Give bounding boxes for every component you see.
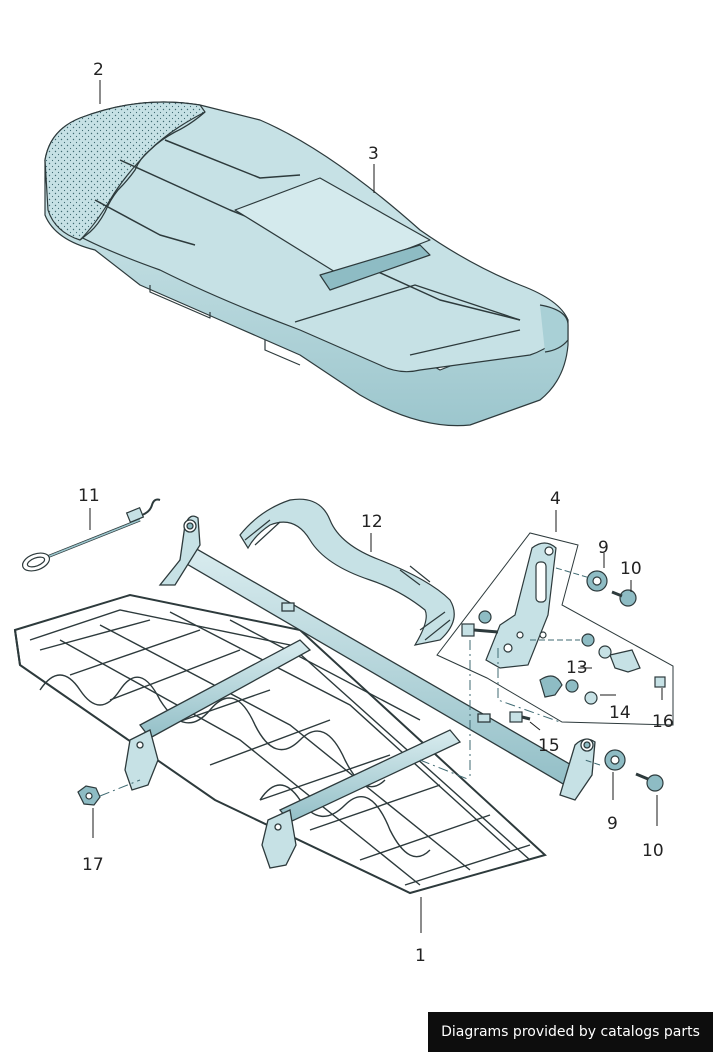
callout-10-top: 10	[620, 559, 642, 579]
callout-15: 15	[538, 736, 560, 756]
leader-lines	[89, 80, 663, 933]
credit-text: Diagrams provided by catalogs parts	[441, 1024, 700, 1040]
tie-down-cable	[21, 498, 161, 572]
credit-banner: Diagrams provided by catalogs parts	[428, 1012, 713, 1052]
seat-cushion	[44, 101, 569, 427]
callout-17: 17	[82, 855, 104, 875]
callout-2: 2	[93, 60, 104, 80]
callout-4: 4	[550, 489, 561, 509]
callout-14: 14	[609, 703, 631, 723]
washer-bolt-top	[586, 570, 637, 607]
callout-9-top: 9	[598, 538, 609, 558]
callout-13: 13	[566, 658, 588, 678]
seat-frame	[13, 593, 547, 895]
retaining-strap	[239, 498, 455, 646]
callout-1: 1	[415, 946, 426, 966]
callout-3: 3	[368, 144, 379, 164]
washer-bolt-lower	[604, 749, 664, 792]
bracket-assembly	[436, 532, 674, 726]
callout-10-lower: 10	[642, 841, 664, 861]
callout-12: 12	[361, 512, 383, 532]
callout-16: 16	[652, 712, 674, 732]
callout-9-lower: 9	[607, 814, 618, 834]
nut	[77, 785, 101, 806]
callout-11: 11	[78, 486, 100, 506]
frame-rails	[124, 515, 596, 869]
